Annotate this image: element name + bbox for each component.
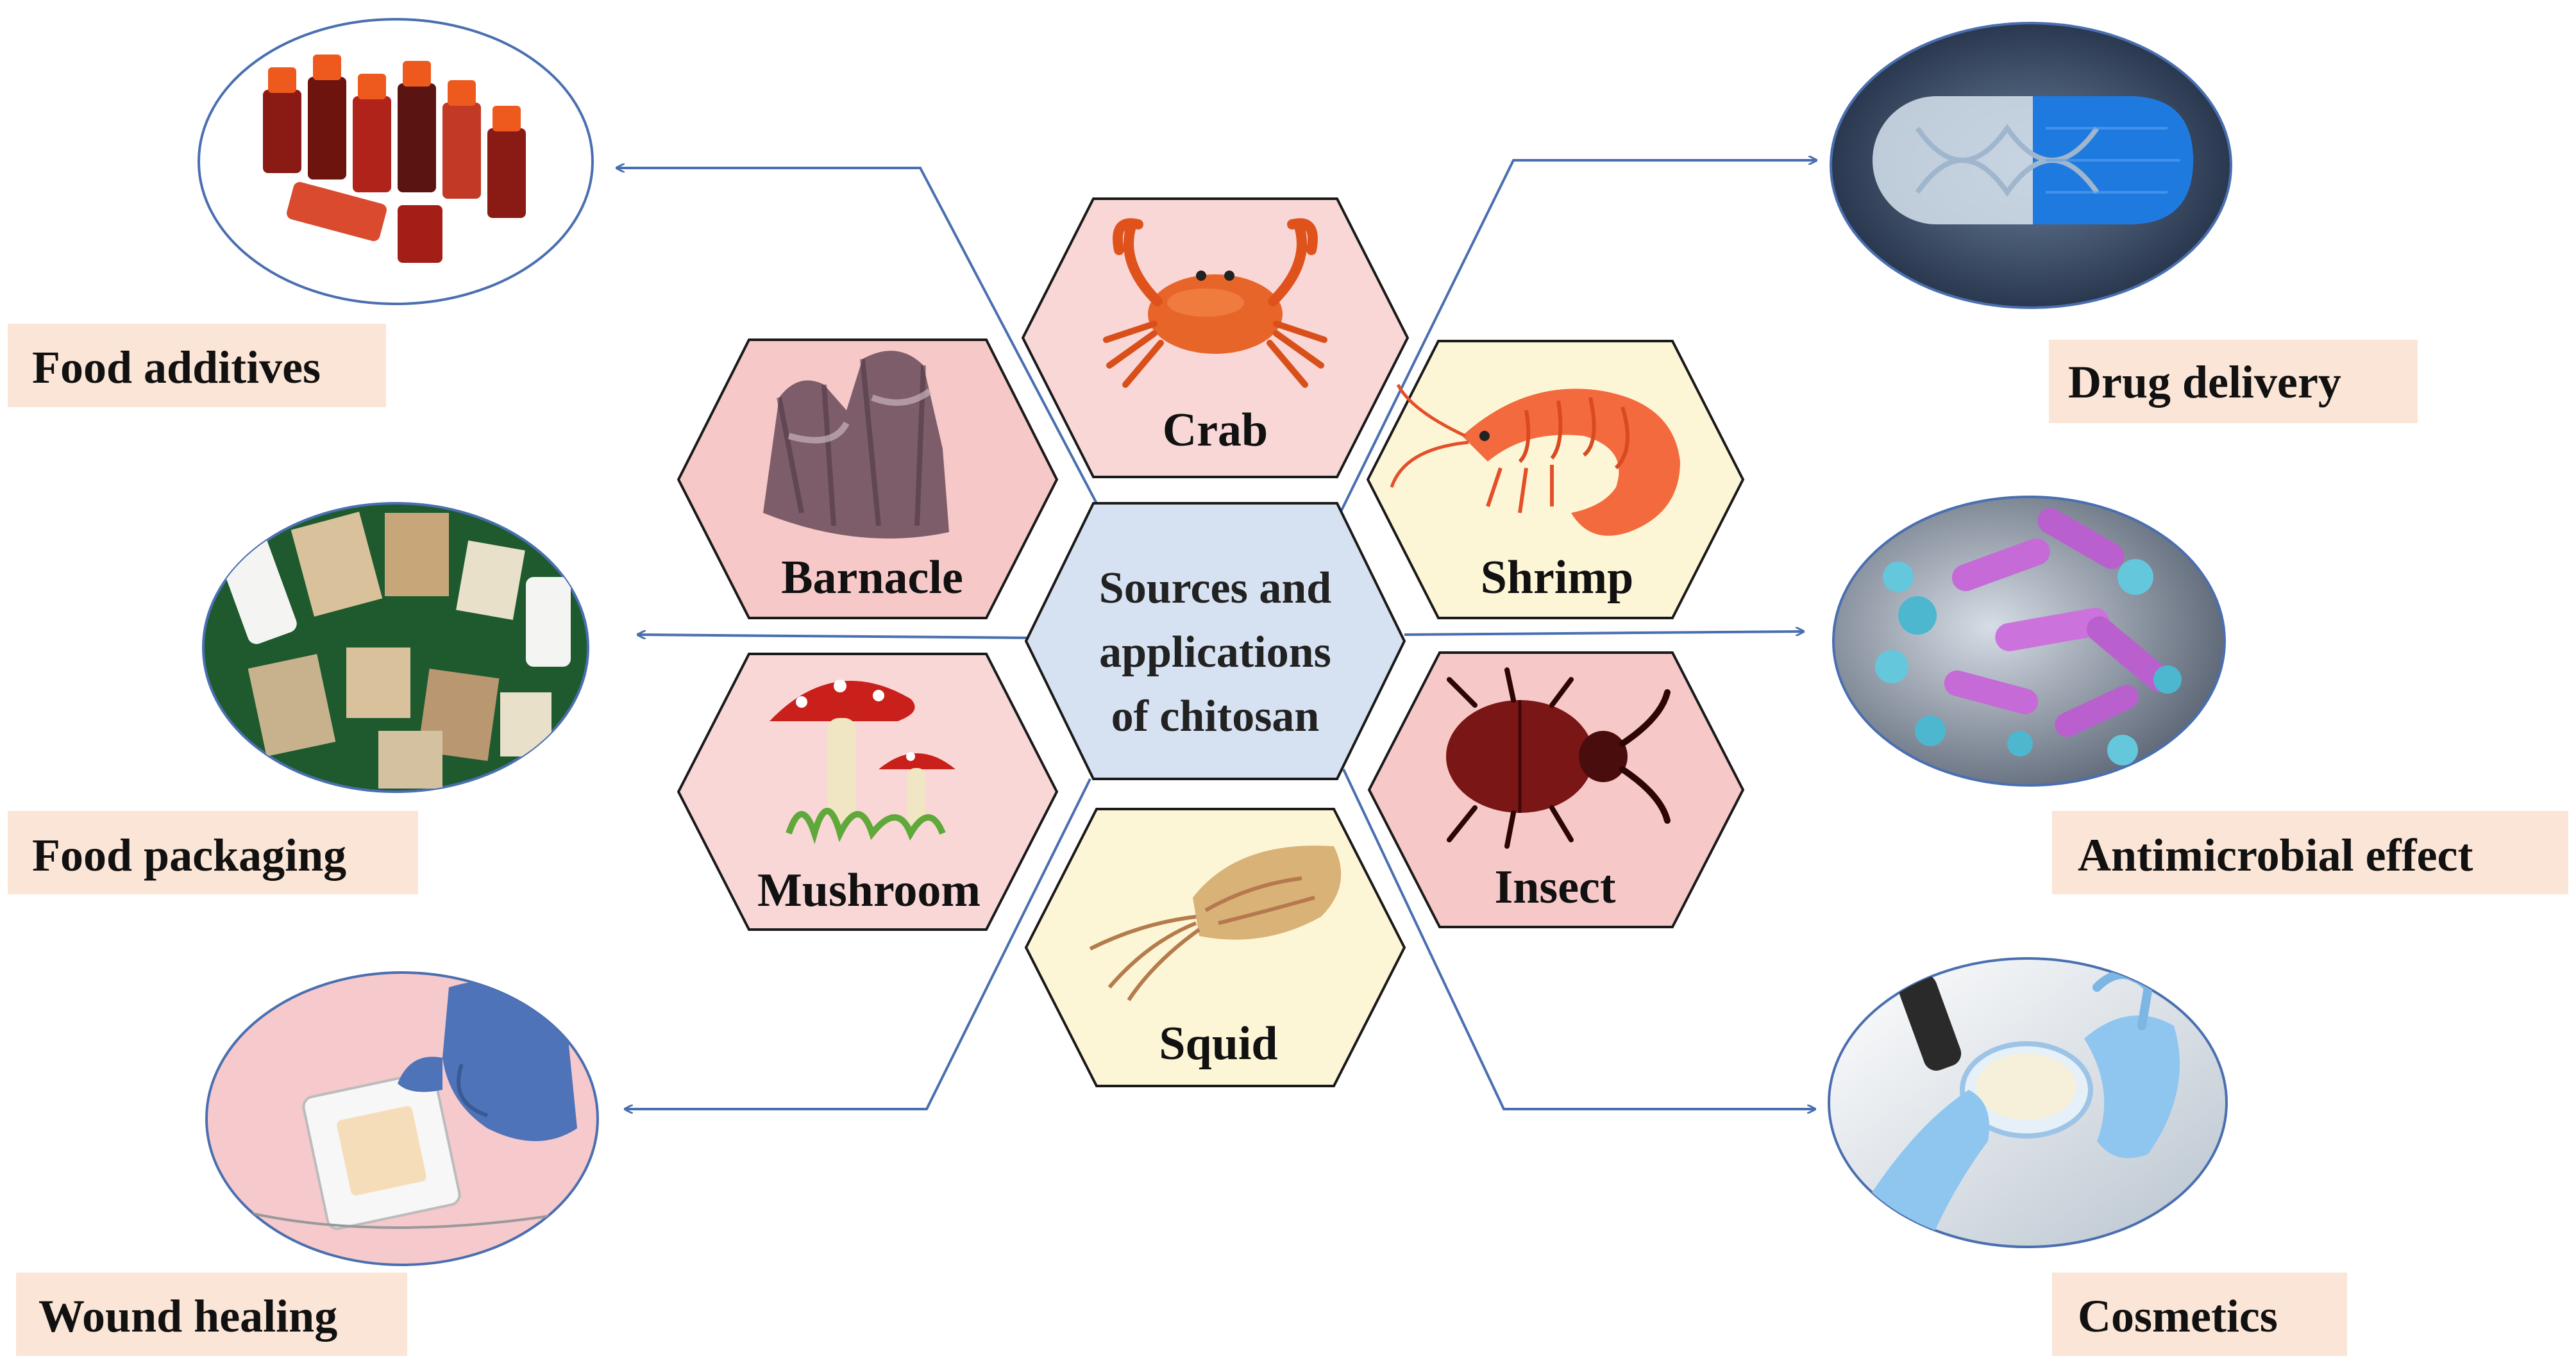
label-cosmetics: Cosmetics [2078, 1291, 2278, 1342]
label-bg-food-packaging [8, 811, 418, 894]
barnacle-icon [763, 351, 949, 539]
arrow-to-antimicrobial [1404, 631, 1803, 635]
hex-label-barnacle: Barnacle [781, 551, 963, 604]
beetle-icon [1446, 667, 1671, 849]
arrow-to-wound-healing [625, 778, 1091, 1109]
hex-barnacle: Barnacle [677, 338, 1059, 619]
label-food-additives: Food additives [32, 342, 321, 393]
center-title-line-3: of chitosan [1111, 692, 1320, 741]
label-wound-healing: Wound healing [38, 1291, 337, 1342]
bacteria-icon [1875, 508, 2182, 765]
hex-label-crab: Crab [1163, 404, 1268, 456]
capsule-icon [1873, 96, 2193, 224]
label-food-packaging: Food packaging [32, 830, 346, 881]
hex-label-shrimp: Shrimp [1481, 551, 1634, 604]
hex-label-insect: Insect [1494, 861, 1615, 914]
hex-center: Sources and applications of chitosan [1024, 502, 1406, 780]
arrow-to-food-packaging [638, 635, 1033, 638]
hex-insect: Insect [1367, 651, 1745, 928]
label-bg-wound-healing [16, 1273, 407, 1356]
hex-label-squid: Squid [1159, 1017, 1277, 1070]
hex-mushroom: Mushroom [677, 653, 1059, 931]
hex-crab: Crab [1021, 197, 1410, 478]
hex-label-mushroom: Mushroom [757, 864, 981, 917]
shrimp-icon [1390, 383, 1680, 536]
crab-icon [1103, 218, 1327, 388]
label-antimicrobial-effect: Antimicrobial effect [2078, 830, 2473, 881]
label-bg-cosmetics [2052, 1273, 2347, 1356]
label-drug-delivery: Drug delivery [2068, 356, 2341, 408]
squid-icon [1089, 846, 1342, 1001]
label-bg-drug-delivery [2049, 340, 2418, 423]
connector-arrows [617, 160, 1816, 1109]
label-bg-food-additives [8, 324, 386, 407]
bottles-icon [263, 54, 526, 263]
hex-shrimp: Shrimp [1366, 340, 1745, 619]
ellipse-wound-healing [205, 971, 599, 1266]
hex-squid: Squid [1024, 808, 1406, 1087]
bandage-icon [243, 980, 578, 1230]
ellipse-drug-delivery [1830, 22, 2232, 309]
center-title-line-2: applications [1099, 628, 1331, 677]
ellipse-food-additives [198, 18, 594, 305]
ellipse-cosmetics [1828, 957, 2228, 1248]
mushroom-icon [770, 680, 955, 844]
arrow-to-cosmetics [1342, 769, 1815, 1109]
arrow-to-drug-delivery [1339, 160, 1816, 514]
label-bg-antimicrobial-effect [2052, 811, 2568, 894]
arrow-to-food-additives [617, 168, 1098, 504]
center-title-line-1: Sources and [1099, 564, 1331, 613]
ellipse-food-packaging [202, 502, 589, 793]
ellipse-antimicrobial [1832, 496, 2226, 787]
